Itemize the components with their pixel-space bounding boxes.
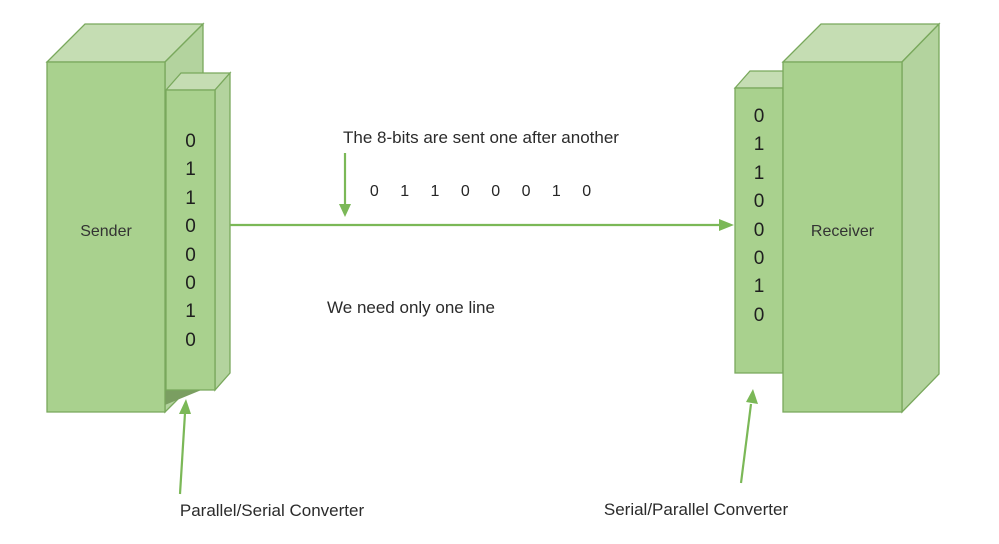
receiver-bit: 1 <box>753 276 765 298</box>
receiver-label: Receiver <box>810 223 875 240</box>
receiver-bit: 0 <box>753 219 765 241</box>
transmission-arrowhead-icon <box>719 219 734 231</box>
serial-parallel-converter-label: Serial/Parallel Converter <box>603 500 789 519</box>
receiver-box-side-face <box>901 22 940 414</box>
receiver-bit: 1 <box>753 134 765 156</box>
receiver-bit: 1 <box>753 162 765 184</box>
receiver-box-front-face <box>782 61 903 413</box>
receiver-bit: 0 <box>753 191 765 213</box>
sender-register-underside <box>165 389 201 405</box>
serial-parallel-arrowhead-icon <box>746 389 758 404</box>
serial-bit-stream: 0 1 1 0 0 0 1 0 <box>369 183 593 200</box>
sender-bit: 0 <box>185 273 196 295</box>
sender-register-front-face <box>165 89 216 391</box>
receiver-bit-column: 0 1 1 0 0 0 1 0 <box>735 103 783 330</box>
channel-caption-top: The 8-bits are sent one after another <box>343 128 619 147</box>
receiver-bit: 0 <box>753 106 765 127</box>
receiver-bit: 0 <box>753 248 765 270</box>
sender-bit: 0 <box>185 244 196 266</box>
line-pointer-arrowhead-icon <box>339 204 351 217</box>
sender-bit: 0 <box>185 329 196 351</box>
parallel-serial-arrowhead-icon <box>179 399 191 414</box>
channel-caption-bottom: We need only one line <box>327 298 495 317</box>
sender-label: Sender <box>80 223 132 240</box>
sender-register-side-face <box>214 71 231 392</box>
parallel-serial-converter-label: Parallel/Serial Converter <box>179 501 365 520</box>
sender-box-front-face <box>46 61 166 413</box>
sender-bit: 1 <box>185 187 196 209</box>
receiver-bit: 0 <box>753 304 765 326</box>
sender-bit: 0 <box>185 131 196 152</box>
sender-bit: 0 <box>185 216 196 238</box>
sender-bit-column: 0 1 1 0 0 0 1 0 <box>166 128 215 355</box>
sender-bit: 1 <box>185 301 196 323</box>
parallel-serial-converter-arrow <box>178 412 187 495</box>
sender-bit: 1 <box>185 159 196 181</box>
serial-parallel-converter-arrow <box>739 403 753 484</box>
